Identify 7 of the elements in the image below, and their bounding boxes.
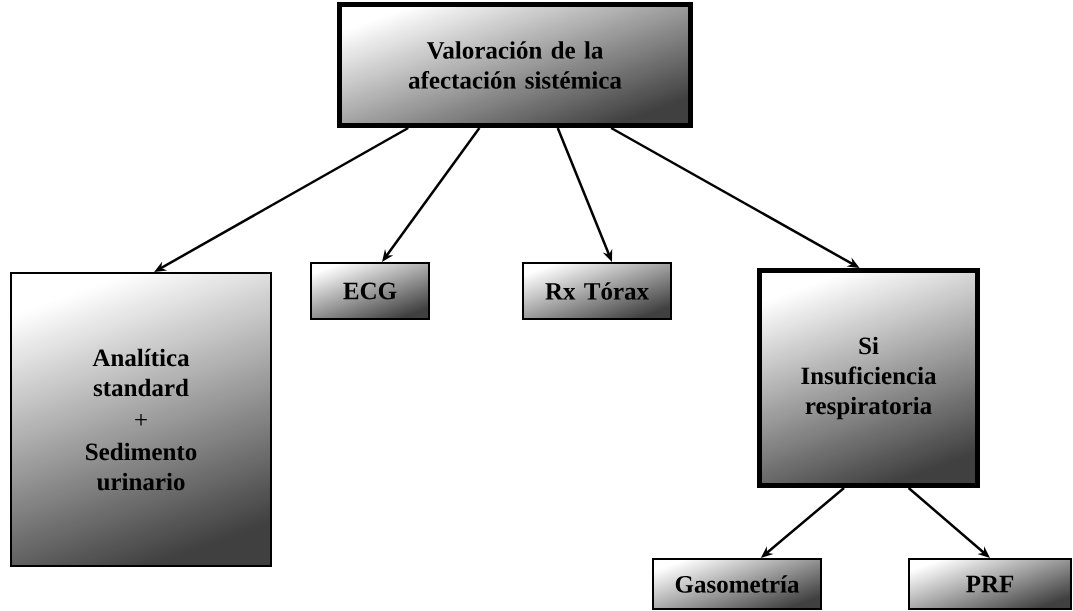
test-box: PRF <box>908 558 1072 610</box>
condition-box: Si Insuficiencia respiratoria <box>757 268 980 488</box>
test-box: Gasometría <box>652 558 822 610</box>
test-box: ECG <box>310 262 430 320</box>
test-box: Analítica standard + Sedimento urinario <box>10 272 272 567</box>
test-box: Rx Tórax <box>522 262 672 320</box>
title-box: Valoración de la afectación sistémica <box>337 2 693 128</box>
